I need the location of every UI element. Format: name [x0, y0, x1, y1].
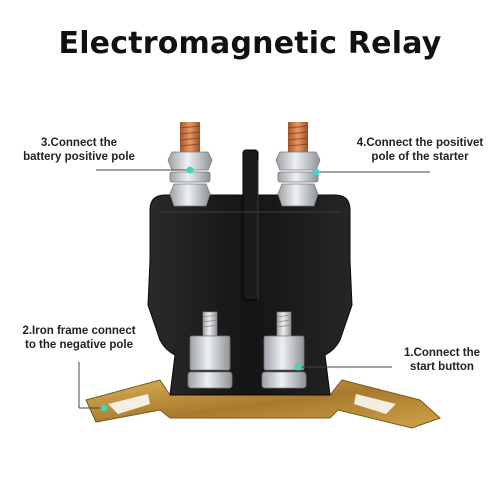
callout-battery-positive: 3.Connect the battery positive pole	[14, 136, 144, 164]
marker-dot	[186, 166, 194, 174]
terminal-small-right	[261, 311, 307, 389]
leader-lines	[78, 169, 430, 409]
callout-line: 2.Iron frame connect	[22, 325, 136, 337]
callout-starter-positive: 4.Connect the positivet pole of the star…	[350, 136, 490, 164]
marker-dot	[294, 363, 302, 371]
callout-line: 3.Connect the	[40, 137, 118, 149]
marker-dot	[100, 404, 108, 412]
callout-line: to the negative pole	[25, 339, 133, 351]
callout-line: battery positive pole	[23, 151, 135, 163]
terminal-small-left	[187, 311, 233, 389]
callout-iron-frame: 2.Iron frame connect to the negative pol…	[14, 324, 144, 352]
page-title: Electromagnetic Relay	[58, 26, 442, 61]
callout-line: start button	[410, 361, 474, 373]
marker-dots	[100, 166, 320, 412]
terminal-battery-positive	[167, 122, 213, 207]
terminal-starter-positive	[275, 122, 321, 207]
callout-line: 4.Connect the positivet	[356, 137, 484, 149]
marker-dot	[312, 168, 320, 176]
callout-start-button: 1.Connect the start button	[392, 346, 492, 374]
callout-line: pole of the starter	[371, 151, 469, 163]
callout-line: 1.Connect the	[403, 347, 481, 359]
